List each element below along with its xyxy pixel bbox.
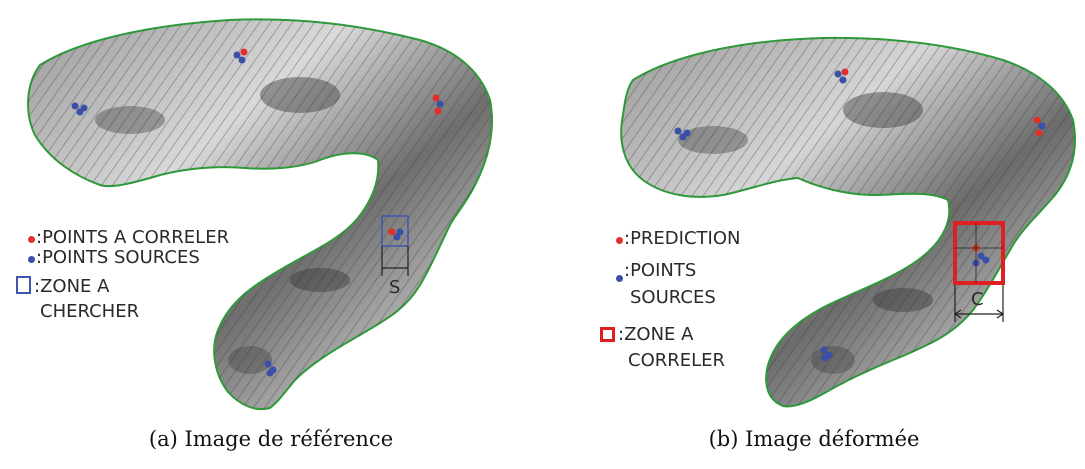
caption-a: (a) Image de référence [148,427,394,451]
legend-zone-line2: CHERCHER [40,301,140,322]
legend-prediction: :PREDICTION [624,228,741,249]
legend-points-a-correler: :POINTS A CORRELER [36,227,230,248]
search-zone-box [381,215,409,247]
dimension-label-s: S [389,277,401,298]
panel-reference-image: S :POINTS A CORRELER :POINTS SOURCES :ZO… [0,0,542,469]
point-cluster-left [71,102,88,116]
point-cluster-middle [388,228,404,241]
correlation-zone-box [953,221,1005,285]
red-point-legend-icon [28,236,35,243]
point-cluster-top [834,68,849,84]
point-cluster-bottom [820,346,833,362]
point-cluster-left [674,127,691,141]
legend-points-line1: :POINTS [624,260,697,281]
legend-zone-line2: CORRELER [628,350,726,371]
blue-point-legend-icon [28,256,35,263]
legend-zone-line1: :ZONE A [618,324,694,345]
deformed-image [620,36,1076,408]
legend-points-line2: SOURCES [630,287,716,308]
panel-deformed-image: C :PREDICTION :POINTS SOURCES :ZONE A CO… [543,0,1085,469]
legend-points-sources: :POINTS SOURCES [36,247,200,268]
correlation-zone-legend-icon [600,327,615,342]
point-cluster-bottom [264,360,277,377]
point-cluster-right [432,94,444,115]
dimension-s [381,246,409,276]
reference-image [27,18,493,411]
dimension-label-c: C [971,289,984,310]
dimension-c [953,285,1005,322]
caption-b: (b) Image déformée [708,427,920,451]
point-cluster-right [1033,116,1046,137]
legend-zone-line1: :ZONE A [34,276,110,297]
red-point-legend-icon [616,237,623,244]
point-cluster-top [233,48,248,64]
search-zone-legend-icon [16,276,31,294]
blue-point-legend-icon [616,275,623,282]
